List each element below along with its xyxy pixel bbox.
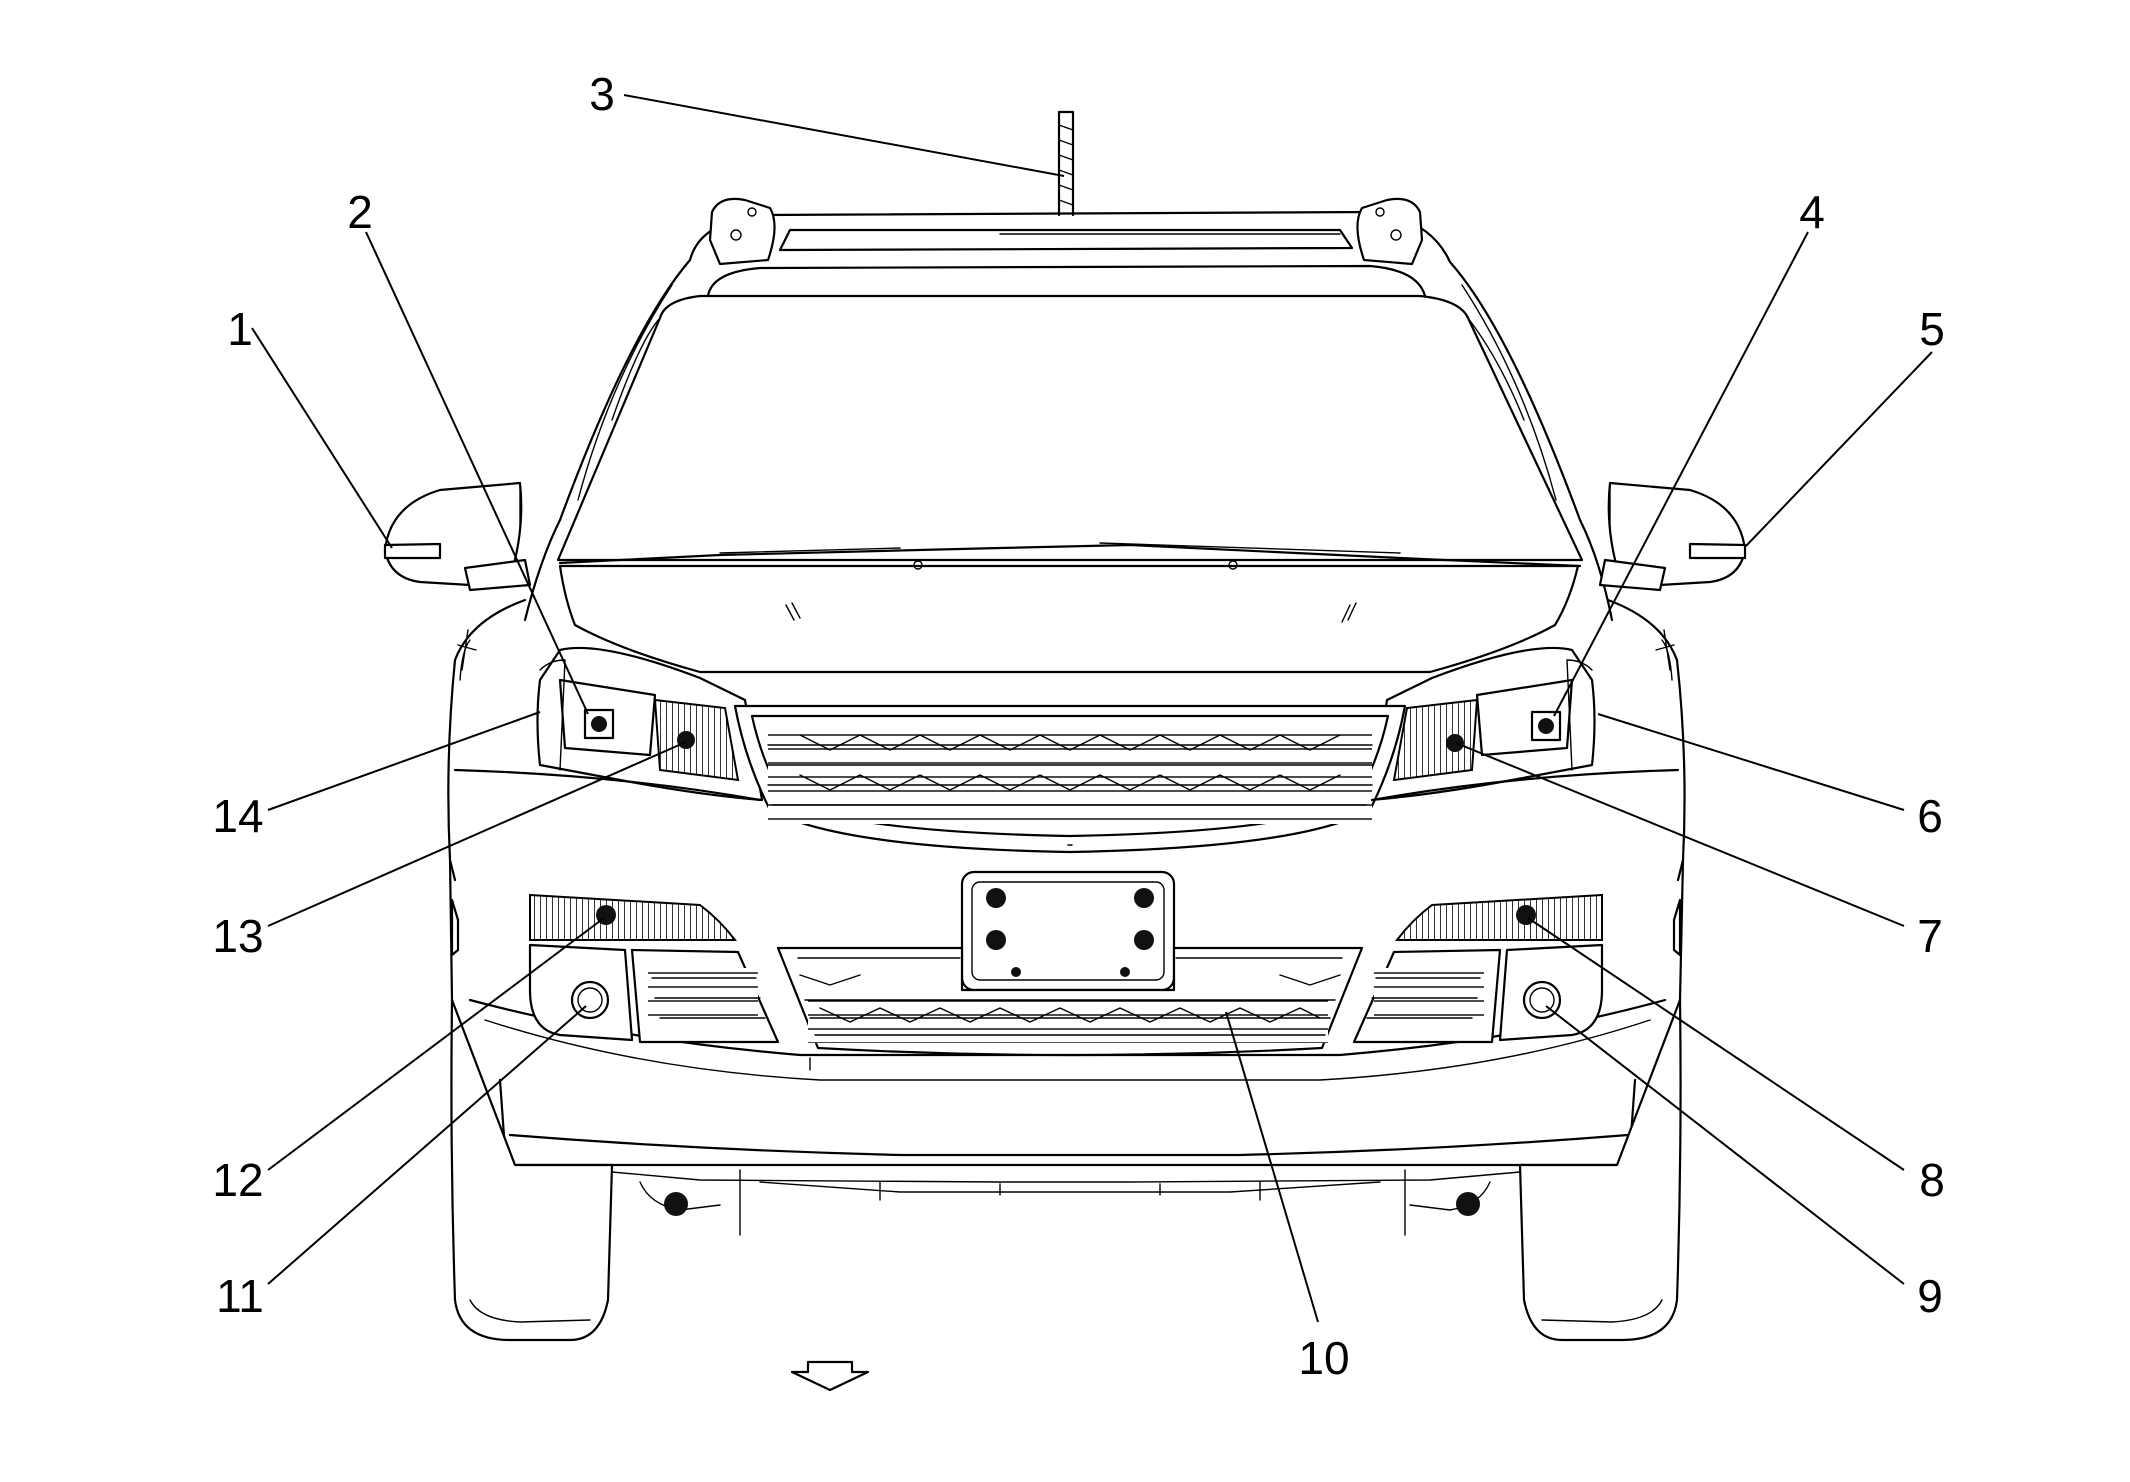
antenna [1057, 110, 1075, 217]
callout-10: 10 [1298, 1332, 1349, 1384]
callout-14: 14 [212, 790, 263, 842]
callout-11: 11 [216, 1270, 264, 1322]
upper-grille [733, 704, 1407, 854]
vehicle-outline [383, 110, 1747, 1342]
roof-rack-right [1356, 197, 1424, 266]
callout-12: 12 [212, 1154, 263, 1206]
callout-9: 9 [1917, 1270, 1943, 1322]
callout-5: 5 [1919, 303, 1945, 355]
leader-lines [251, 94, 1933, 1323]
fog-lamp-housing-right [1352, 893, 1604, 1044]
callout-8: 8 [1919, 1154, 1945, 1206]
callout-2: 2 [347, 186, 373, 238]
callout-labels: 1 2 3 4 5 6 7 8 9 10 11 12 13 14 [212, 68, 1944, 1384]
windshield [556, 294, 1584, 562]
callout-4: 4 [1799, 186, 1825, 238]
down-arrow-icon [790, 1360, 870, 1392]
mirror-right [1598, 481, 1747, 592]
callout-7: 7 [1917, 910, 1943, 962]
roof-rack-left [708, 197, 776, 266]
callout-6: 6 [1917, 790, 1943, 842]
high-mount-lamp [778, 228, 1354, 252]
mirror-left [383, 481, 532, 592]
headlamp-right [1368, 646, 1596, 802]
callout-3: 3 [589, 68, 615, 120]
hood [558, 564, 1580, 674]
license-plate [960, 870, 1176, 992]
undercarriage [611, 1169, 1521, 1236]
headlamp-left [536, 646, 764, 802]
tire-left [450, 998, 614, 1342]
tire-right [1518, 998, 1682, 1342]
lower-grille [776, 946, 1364, 1057]
callout-1: 1 [227, 303, 253, 355]
fog-lamp-housing-left [528, 893, 780, 1044]
callout-13: 13 [212, 910, 263, 962]
